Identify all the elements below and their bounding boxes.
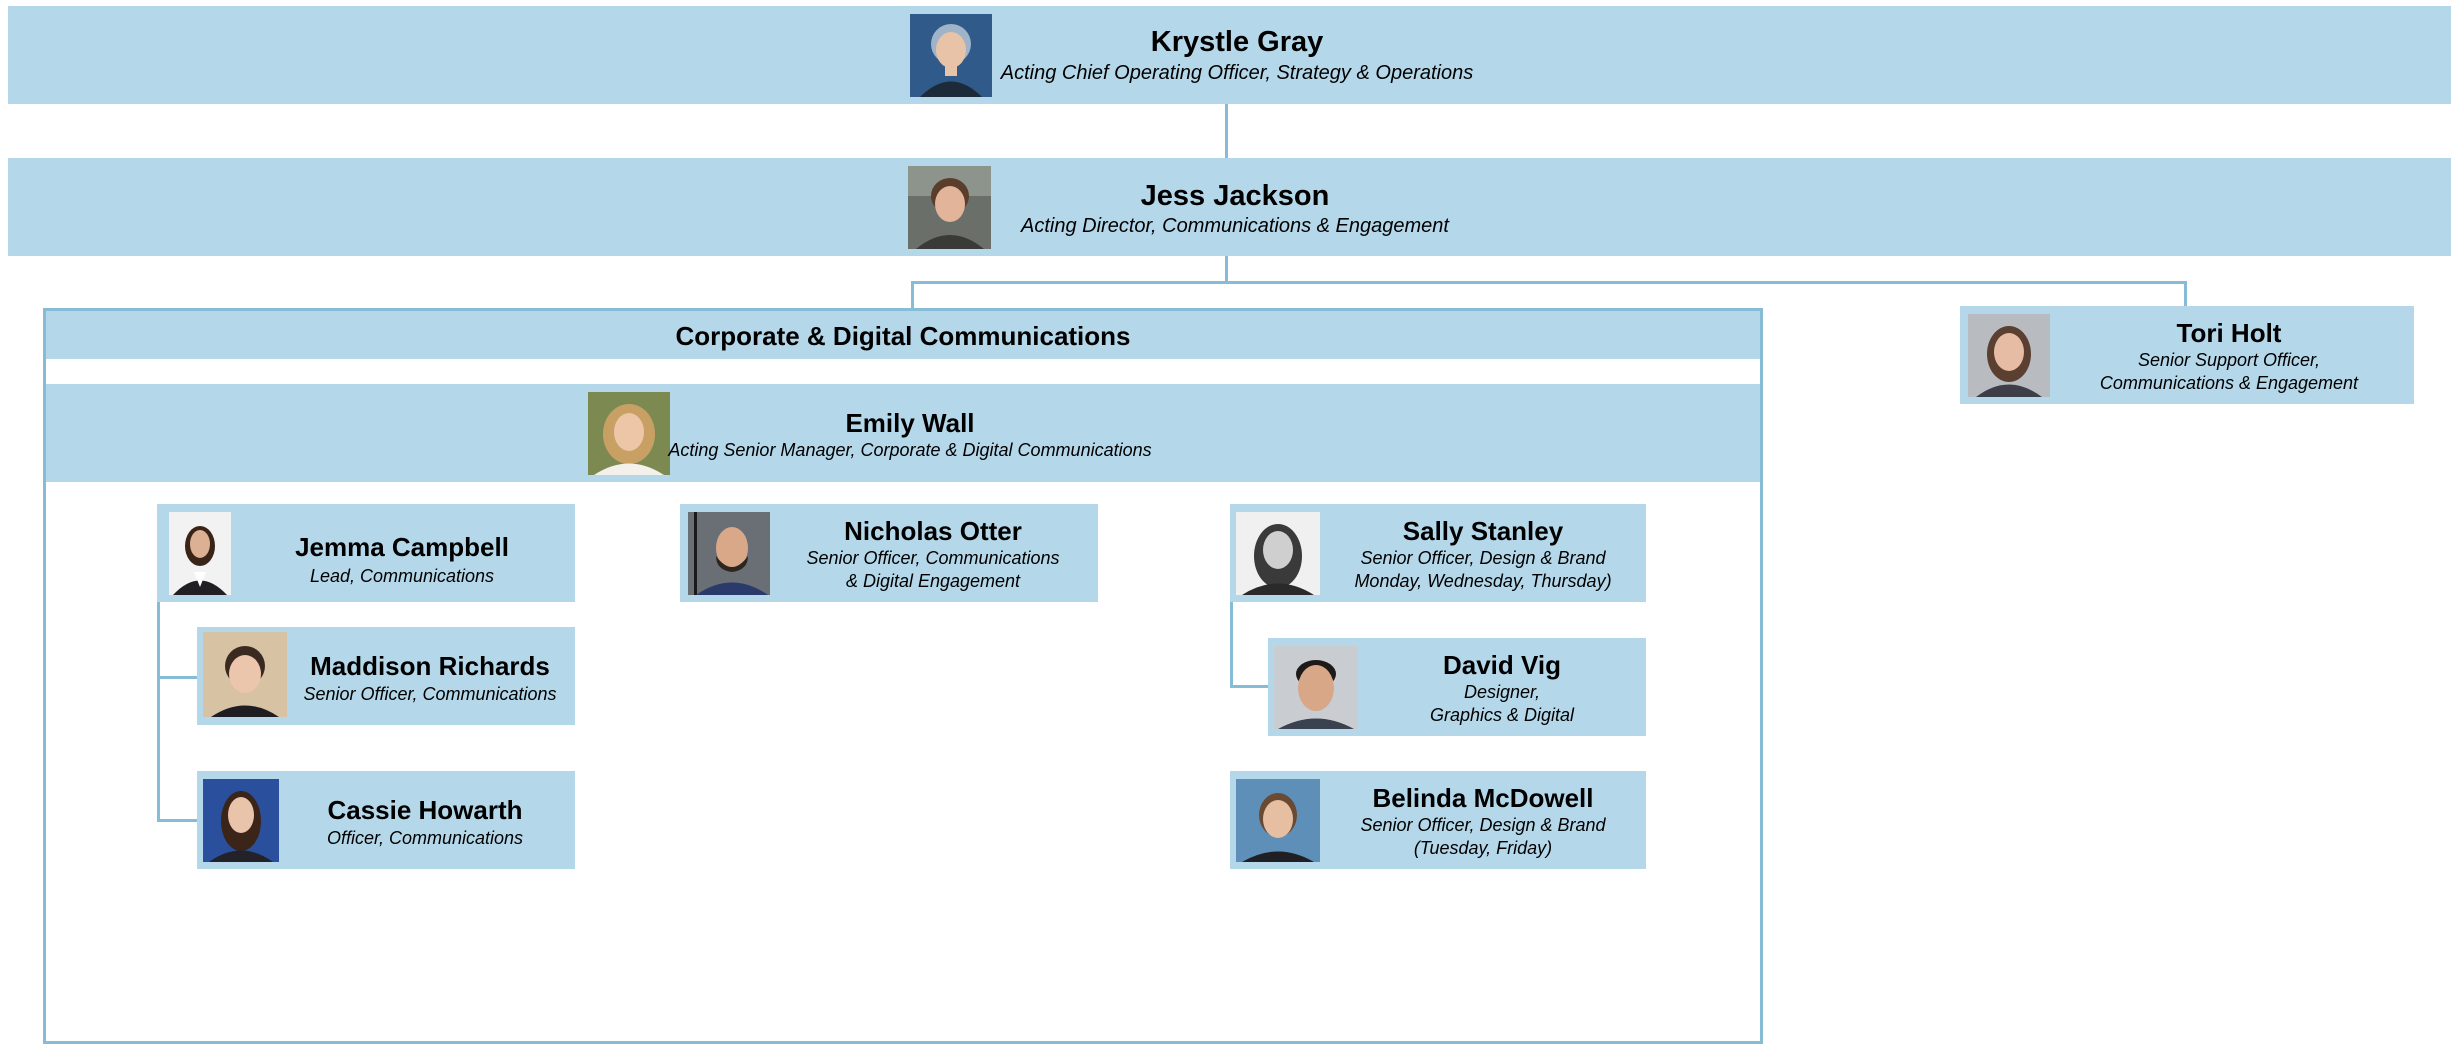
connector-to-david bbox=[1230, 685, 1268, 688]
person-title-line-2: & Digital Engagement bbox=[845, 571, 1021, 591]
person-title-line-1: Senior Officer, Communications bbox=[806, 548, 1060, 568]
person-photo-icon bbox=[908, 166, 991, 249]
person-card-nicholas-otter[interactable]: Nicholas Otter Senior Officer, Communica… bbox=[680, 504, 1098, 602]
avatar bbox=[908, 166, 991, 249]
person-photo-icon bbox=[910, 14, 992, 97]
person-photo-icon bbox=[169, 512, 231, 595]
person-photo-icon bbox=[1274, 646, 1358, 729]
person-card-david-vig[interactable]: David Vig Designer, Graphics & Digital bbox=[1268, 638, 1646, 736]
connector-branch-horizontal bbox=[911, 281, 2187, 284]
person-title-line-2: Communications & Engagement bbox=[2099, 373, 2359, 393]
person-title: Acting Senior Manager, Corporate & Digit… bbox=[668, 440, 1152, 460]
person-title-line-2: (Tuesday, Friday) bbox=[1413, 838, 1553, 858]
person-card-sally-stanley[interactable]: Sally Stanley Senior Officer, Design & B… bbox=[1230, 504, 1646, 602]
person-name: Jemma Campbell bbox=[295, 532, 509, 562]
avatar bbox=[1236, 512, 1320, 595]
person-photo-icon bbox=[588, 392, 670, 475]
avatar bbox=[203, 632, 287, 717]
avatar bbox=[203, 779, 279, 862]
avatar bbox=[169, 512, 231, 595]
person-card-emily-wall[interactable]: Emily Wall Acting Senior Manager, Corpor… bbox=[46, 384, 1760, 482]
person-title-line-2: Monday, Wednesday, Thursday) bbox=[1354, 571, 1612, 591]
person-name: Emily Wall bbox=[845, 408, 975, 438]
person-title-line-1: Senior Support Officer, bbox=[2137, 350, 2321, 370]
person-photo-icon bbox=[1968, 314, 2050, 397]
connector-jemma-team-vertical bbox=[157, 602, 160, 822]
person-name: Cassie Howarth bbox=[327, 795, 523, 825]
person-title-line-1: Senior Officer, Design & Brand bbox=[1360, 815, 1606, 835]
group-header-corporate-digital: Corporate & Digital Communications bbox=[46, 311, 1760, 359]
connector-jess-down bbox=[1225, 256, 1228, 283]
person-card-cassie-howarth[interactable]: Cassie Howarth Officer, Communications bbox=[197, 771, 575, 869]
avatar bbox=[1968, 314, 2050, 397]
connector-sally-david-vertical bbox=[1230, 602, 1233, 687]
person-name: Jess Jackson bbox=[1140, 180, 1330, 212]
person-title-line-1: Senior Officer, Design & Brand bbox=[1360, 548, 1606, 568]
connector-to-tori bbox=[2184, 281, 2187, 306]
person-card-belinda-mcdowell[interactable]: Belinda McDowell Senior Officer, Design … bbox=[1230, 771, 1646, 869]
group-title: Corporate & Digital Communications bbox=[675, 321, 1131, 351]
person-title: Senior Officer, Communications bbox=[303, 684, 557, 704]
person-photo-icon bbox=[688, 512, 770, 595]
person-name: Sally Stanley bbox=[1402, 516, 1564, 546]
person-name: Tori Holt bbox=[2176, 318, 2282, 348]
person-photo-icon bbox=[203, 632, 287, 717]
connector-to-corporate bbox=[911, 281, 914, 309]
person-card-jess-jackson[interactable]: Jess Jackson Acting Director, Communicat… bbox=[8, 158, 2451, 256]
person-card-maddison-richards[interactable]: Maddison Richards Senior Officer, Commun… bbox=[197, 627, 575, 725]
connector-to-maddison bbox=[157, 676, 197, 679]
group-frame-corporate-digital bbox=[43, 308, 1763, 1044]
connector-krystle-jess bbox=[1225, 104, 1228, 158]
person-photo-icon bbox=[203, 779, 279, 862]
person-card-krystle-gray[interactable]: Krystle Gray Acting Chief Operating Offi… bbox=[8, 6, 2451, 104]
person-title: Acting Director, Communications & Engage… bbox=[1021, 215, 1449, 237]
avatar bbox=[688, 512, 770, 595]
person-card-jemma-campbell[interactable]: Jemma Campbell Lead, Communications bbox=[157, 504, 575, 602]
avatar bbox=[910, 14, 992, 97]
person-title: Acting Chief Operating Officer, Strategy… bbox=[1000, 62, 1474, 84]
avatar bbox=[588, 392, 670, 475]
person-card-tori-holt[interactable]: Tori Holt Senior Support Officer, Commun… bbox=[1960, 306, 2414, 404]
person-title-line-2: Graphics & Digital bbox=[1429, 705, 1575, 725]
person-title: Lead, Communications bbox=[309, 566, 495, 586]
person-name: Belinda McDowell bbox=[1372, 783, 1594, 813]
person-name: Nicholas Otter bbox=[844, 516, 1022, 546]
connector-to-cassie bbox=[157, 819, 197, 822]
avatar bbox=[1236, 779, 1320, 862]
person-title: Officer, Communications bbox=[326, 828, 524, 848]
person-photo-icon bbox=[1236, 779, 1320, 862]
avatar bbox=[1274, 646, 1358, 729]
person-name: Maddison Richards bbox=[310, 651, 550, 681]
person-title-line-1: Designer, bbox=[1463, 682, 1541, 702]
person-name: Krystle Gray bbox=[1150, 26, 1324, 58]
person-name: David Vig bbox=[1442, 650, 1561, 680]
person-photo-icon bbox=[1236, 512, 1320, 595]
